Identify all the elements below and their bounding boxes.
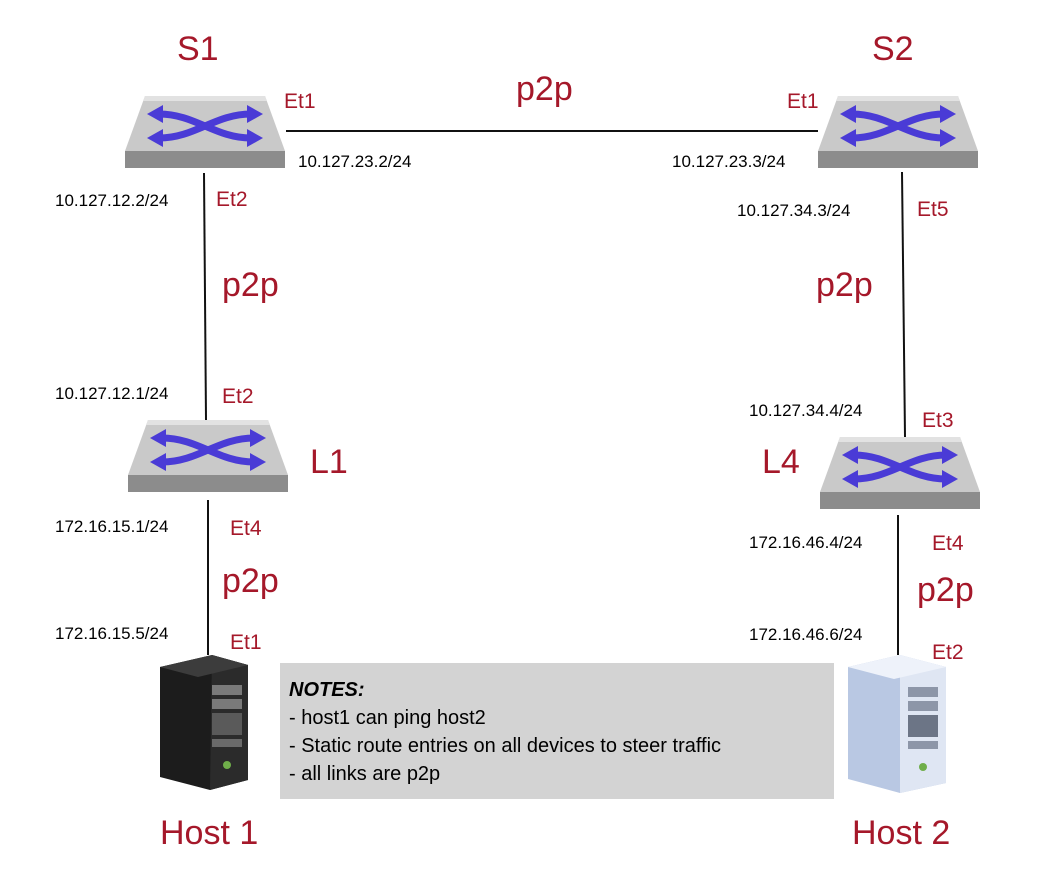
host2-name: Host 2 [852, 814, 950, 852]
s2-et5-ip: 10.127.34.3/24 [737, 201, 850, 220]
l4-et3-ip: 10.127.34.4/24 [749, 401, 862, 420]
notes-background [280, 663, 834, 799]
host1-port-et1: Et1 [230, 631, 262, 654]
link-s1-l1[interactable] [203, 172, 207, 421]
switch-l1-icon[interactable] [128, 420, 288, 492]
s2-name: S2 [872, 30, 914, 68]
notes-box: NOTES: - host1 can ping host2 - Static r… [280, 663, 834, 799]
switch-l4-icon[interactable] [820, 437, 980, 509]
l1-et4-ip: 172.16.15.1/24 [55, 517, 168, 536]
l4-port-et4: Et4 [932, 532, 964, 555]
notes-line-2: - Static route entries on all devices to… [289, 735, 721, 757]
host2-et2-ip: 172.16.46.6/24 [749, 625, 862, 644]
link-l1-host1-label: p2p [222, 562, 279, 600]
notes-title: NOTES: [289, 679, 365, 701]
s1-port-et1: Et1 [284, 90, 316, 113]
link-s1-s2-label: p2p [516, 70, 573, 108]
s1-port-et2: Et2 [216, 188, 248, 211]
s2-port-et5: Et5 [917, 198, 949, 221]
s1-name: S1 [177, 30, 219, 68]
host2-port-et2: Et2 [932, 641, 964, 664]
l1-name: L1 [310, 443, 348, 481]
host1-name: Host 1 [160, 814, 258, 852]
link-s2-l4-label: p2p [816, 266, 873, 304]
s2-port-et1: Et1 [787, 90, 819, 113]
l1-port-et4: Et4 [230, 517, 262, 540]
l1-et2-ip: 10.127.12.1/24 [55, 384, 168, 403]
host2-server-icon[interactable] [848, 655, 946, 793]
l4-port-et3: Et3 [922, 409, 954, 432]
link-s2-l4[interactable] [901, 171, 906, 438]
l4-name: L4 [762, 443, 800, 481]
l1-port-et2: Et2 [222, 385, 254, 408]
host1-server-icon[interactable] [160, 655, 248, 790]
l4-et4-ip: 172.16.46.4/24 [749, 533, 862, 552]
notes-line-3: - all links are p2p [289, 763, 440, 785]
s2-et1-ip: 10.127.23.3/24 [672, 152, 785, 171]
link-l4-host2-label: p2p [917, 571, 974, 609]
link-s1-l1-label: p2p [222, 266, 279, 304]
s1-et2-ip: 10.127.12.2/24 [55, 191, 168, 210]
s1-et1-ip: 10.127.23.2/24 [298, 152, 411, 171]
switch-s2-icon[interactable] [818, 96, 978, 168]
links [203, 130, 906, 655]
notes-line-1: - host1 can ping host2 [289, 707, 486, 729]
host1-et1-ip: 172.16.15.5/24 [55, 624, 168, 643]
switch-s1-icon[interactable] [125, 96, 285, 168]
